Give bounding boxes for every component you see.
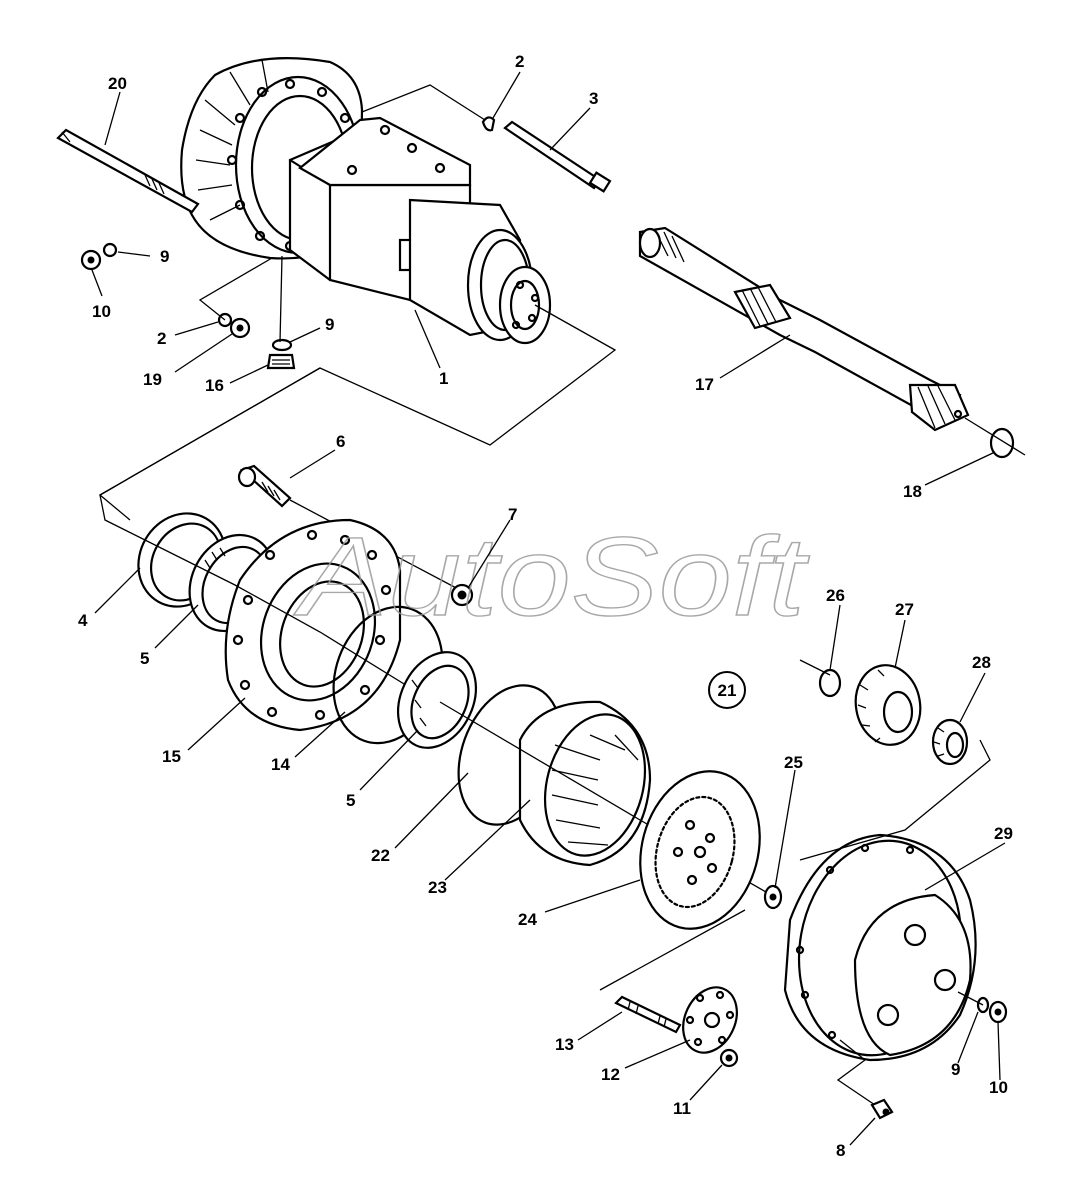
label-17: 17 bbox=[695, 375, 714, 394]
callout-label: 21 bbox=[718, 681, 737, 700]
label-6: 6 bbox=[336, 432, 345, 451]
nut bbox=[80, 249, 102, 271]
label-9-right: 9 bbox=[951, 1060, 960, 1079]
axle-shaft bbox=[638, 226, 1026, 456]
label-29: 29 bbox=[994, 824, 1013, 843]
label-3: 3 bbox=[589, 89, 598, 108]
needle-bearing bbox=[931, 718, 969, 766]
label-11: 11 bbox=[673, 1099, 691, 1118]
label-leaders bbox=[91, 71, 1006, 1146]
planet-carrier-gear bbox=[639, 770, 761, 930]
circlip bbox=[818, 668, 842, 698]
wheel-hub bbox=[224, 518, 402, 732]
label-10-right: 10 bbox=[989, 1078, 1008, 1097]
part-labels: 20 2 3 9 10 2 19 9 16 1 17 18 6 7 4 5 15… bbox=[78, 52, 1013, 1160]
wheel-nut bbox=[450, 583, 474, 607]
label-15: 15 bbox=[162, 747, 181, 766]
label-12: 12 bbox=[601, 1065, 620, 1084]
thrust-washer bbox=[763, 884, 783, 910]
long-bolt bbox=[56, 128, 200, 214]
label-2-top: 2 bbox=[515, 52, 524, 71]
label-20: 20 bbox=[108, 74, 127, 93]
label-7: 7 bbox=[508, 505, 517, 524]
watermark: AutoSoft bbox=[293, 514, 810, 639]
wheel-stud bbox=[237, 464, 292, 508]
bolt bbox=[503, 120, 612, 193]
label-25: 25 bbox=[784, 753, 803, 772]
axle-housing bbox=[180, 57, 552, 345]
label-13: 13 bbox=[555, 1035, 574, 1054]
label-28: 28 bbox=[972, 653, 991, 672]
drain-plug bbox=[266, 353, 296, 370]
label-8: 8 bbox=[836, 1141, 845, 1160]
label-19: 19 bbox=[143, 370, 162, 389]
label-5-left: 5 bbox=[140, 649, 149, 668]
lock-plate bbox=[682, 986, 738, 1054]
o-ring bbox=[102, 242, 118, 258]
snap-ring bbox=[989, 427, 1015, 459]
label-22: 22 bbox=[371, 846, 390, 865]
washer bbox=[217, 312, 233, 328]
label-26: 26 bbox=[826, 586, 845, 605]
planet-gear bbox=[854, 664, 922, 746]
callout-21: 21 bbox=[708, 671, 746, 709]
label-4: 4 bbox=[78, 611, 88, 630]
flange-nut bbox=[229, 317, 251, 339]
o-ring-right bbox=[976, 996, 990, 1014]
planetary-cover bbox=[783, 833, 977, 1062]
label-2-mid: 2 bbox=[157, 329, 166, 348]
ring-gear bbox=[518, 700, 652, 867]
label-23: 23 bbox=[428, 878, 447, 897]
o-ring-plug bbox=[271, 338, 293, 352]
label-18: 18 bbox=[903, 482, 922, 501]
label-24: 24 bbox=[518, 910, 537, 929]
label-5-mid: 5 bbox=[346, 791, 355, 810]
inner-taper-bearing bbox=[397, 651, 477, 749]
label-16: 16 bbox=[205, 376, 224, 395]
label-27: 27 bbox=[895, 600, 914, 619]
label-10-left: 10 bbox=[92, 302, 111, 321]
label-9-mid: 9 bbox=[325, 315, 334, 334]
lock-washer bbox=[481, 116, 496, 132]
hex-nut bbox=[719, 1048, 739, 1068]
label-1: 1 bbox=[439, 369, 448, 388]
label-14: 14 bbox=[271, 755, 290, 774]
stud bbox=[614, 995, 682, 1034]
screw bbox=[870, 1098, 894, 1120]
plug-right bbox=[988, 1000, 1008, 1024]
label-9-left: 9 bbox=[160, 247, 169, 266]
